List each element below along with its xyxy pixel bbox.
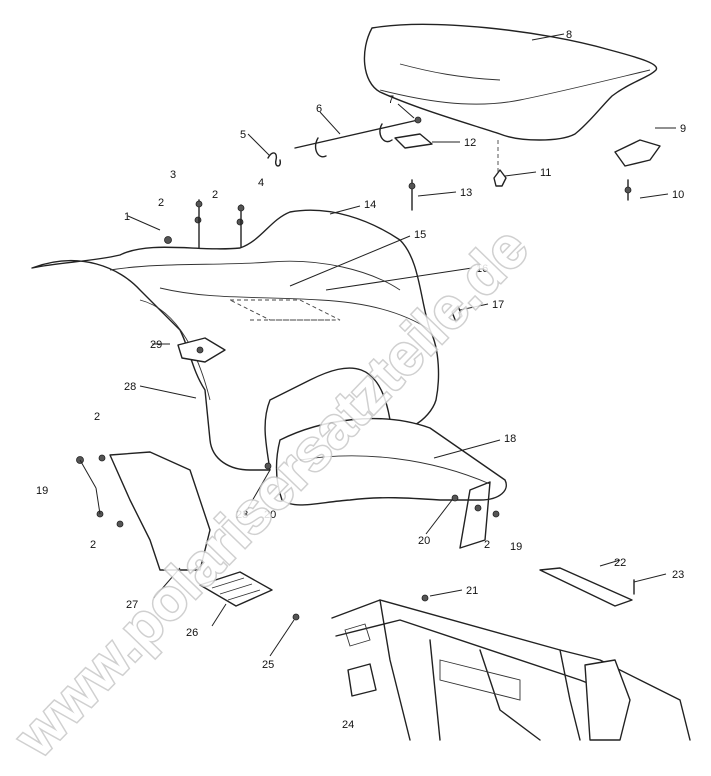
callout-18: 18 [504,433,516,445]
callout-13: 13 [460,187,472,199]
bracket-22 [539,567,633,607]
latch-plate [394,133,433,149]
seat [363,23,658,141]
hardware-2b [236,218,244,226]
callout-19b: 19 [510,541,522,553]
callout-22: 22 [614,557,626,569]
mud-flap [109,451,211,571]
callout-21: 21 [466,585,478,597]
callout-29: 29 [150,339,162,351]
callout-12: 12 [464,137,476,149]
callout-16: 16 [476,263,488,275]
callout-27: 27 [126,599,138,611]
callout-7: 7 [388,94,394,106]
callout-1: 1 [124,211,130,223]
callout-9: 9 [680,123,686,135]
hardware-29 [177,337,226,363]
tab-17 [451,305,463,323]
frame [331,594,691,741]
callout-2e: 2 [484,539,490,551]
hardware-1 [164,236,172,244]
callout-3: 3 [170,169,176,181]
seat-bracket [614,139,661,167]
callout-23a: 23 [236,509,248,521]
pad-24 [347,663,377,697]
side-panel [275,417,507,506]
screw-25 [292,613,300,621]
callout-20a: 20 [264,509,276,521]
callout-14: 14 [364,199,376,211]
callout-8: 8 [566,29,572,41]
callout-28: 28 [124,381,136,393]
callout-23b: 23 [672,569,684,581]
latch-rod [294,116,422,158]
callout-labels: 1 2 3 2 4 5 6 7 8 9 10 11 12 13 14 15 16… [36,29,686,731]
screw-10 [624,179,632,201]
leader-lines [79,33,676,657]
callout-24: 24 [342,719,354,731]
callout-10: 10 [672,189,684,201]
hardware-right [264,462,500,518]
callout-11: 11 [540,167,551,179]
callout-4: 4 [258,177,264,189]
hardware-2a [194,216,202,224]
callout-15: 15 [414,229,426,241]
callout-19a: 19 [36,485,48,497]
callout-5: 5 [240,129,246,141]
callout-6: 6 [316,103,322,115]
callout-2d: 2 [90,539,96,551]
footrest [199,571,273,607]
callout-2a: 2 [158,197,164,209]
spring [267,152,282,167]
callout-2c: 2 [94,411,100,423]
bolt-13 [408,179,416,211]
rear-bracket [459,481,491,549]
callout-25: 25 [262,659,274,671]
callout-17: 17 [492,299,504,311]
clip-11 [493,169,507,187]
callout-20b: 20 [418,535,430,547]
rear-fender [31,209,440,471]
callout-2b: 2 [212,189,218,201]
callout-26: 26 [186,627,198,639]
